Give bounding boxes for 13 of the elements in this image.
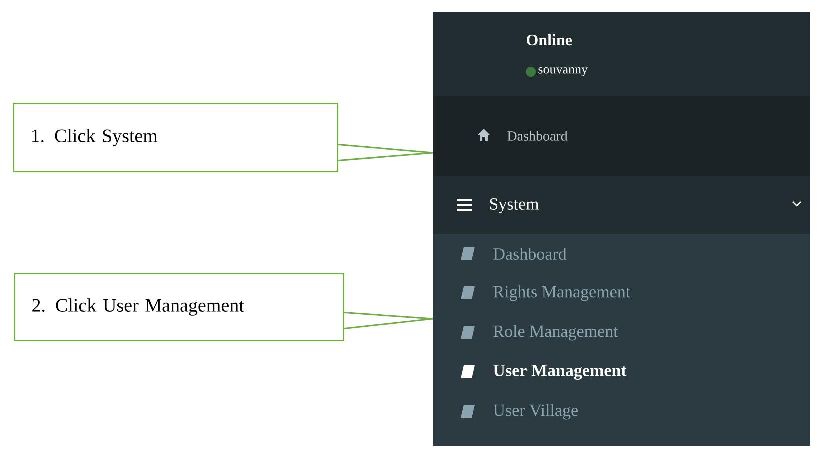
menu-item: Dashboard xyxy=(508,131,568,141)
status-title: Online xyxy=(527,34,572,46)
callout-box: 1. Click System xyxy=(13,103,338,172)
submenu-item: Dashboard xyxy=(494,248,567,260)
menu-item: System xyxy=(490,198,539,214)
user-name: souvanny xyxy=(538,68,588,76)
submenu-item: User Management xyxy=(494,365,627,380)
submenu-item: User Village xyxy=(494,404,578,420)
callout-box: 2. Click User Management xyxy=(14,273,344,342)
submenu-item: Role Management xyxy=(494,325,618,341)
leader-line xyxy=(344,312,434,330)
submenu-item: Rights Management xyxy=(494,286,631,302)
leader-line xyxy=(338,144,434,162)
